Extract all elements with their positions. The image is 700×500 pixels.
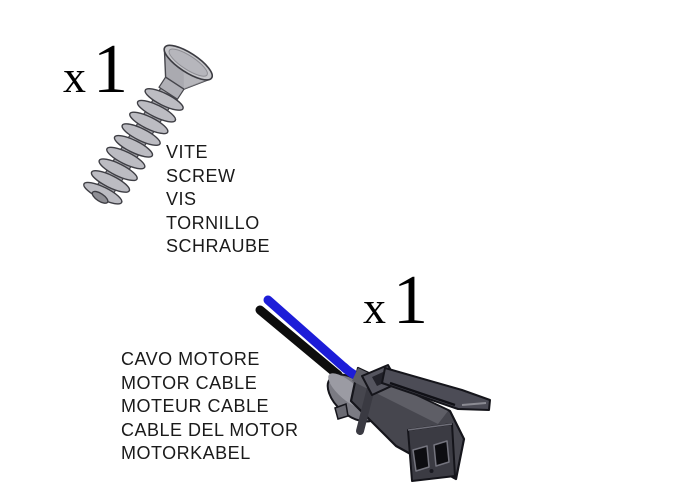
motor-cable-quantity: x 1 <box>363 266 428 336</box>
screw-icon <box>83 44 214 205</box>
part-label-de: SCHRAUBE <box>166 236 271 256</box>
quantity-value: 1 <box>393 262 428 339</box>
part-label-it: CAVO MOTORE <box>121 349 260 369</box>
part-label-es: TORNILLO <box>166 212 260 233</box>
part-label-de: MOTORKABEL <box>121 443 251 463</box>
part-label-en: MOTOR CABLE <box>121 372 258 393</box>
motor-cable-connector-icon <box>255 295 491 482</box>
quantity-times-label: x <box>63 51 86 102</box>
motor-cable-labels: CAVO MOTORE MOTOR CABLE MOTEUR CABLE CAB… <box>121 348 299 466</box>
screw-quantity: x 1 <box>63 35 128 105</box>
part-label-it: VITE <box>166 142 209 162</box>
quantity-value: 1 <box>93 31 128 108</box>
part-label-fr: MOTEUR CABLE <box>121 396 270 416</box>
quantity-times-label: x <box>363 282 386 333</box>
screw-labels: VITE SCREW VIS TORNILLO SCHRAUBE <box>166 141 270 259</box>
part-label-en: SCREW <box>166 165 236 186</box>
part-label-fr: VIS <box>166 189 197 209</box>
part-label-es: CABLE DEL MOTOR <box>121 419 299 440</box>
